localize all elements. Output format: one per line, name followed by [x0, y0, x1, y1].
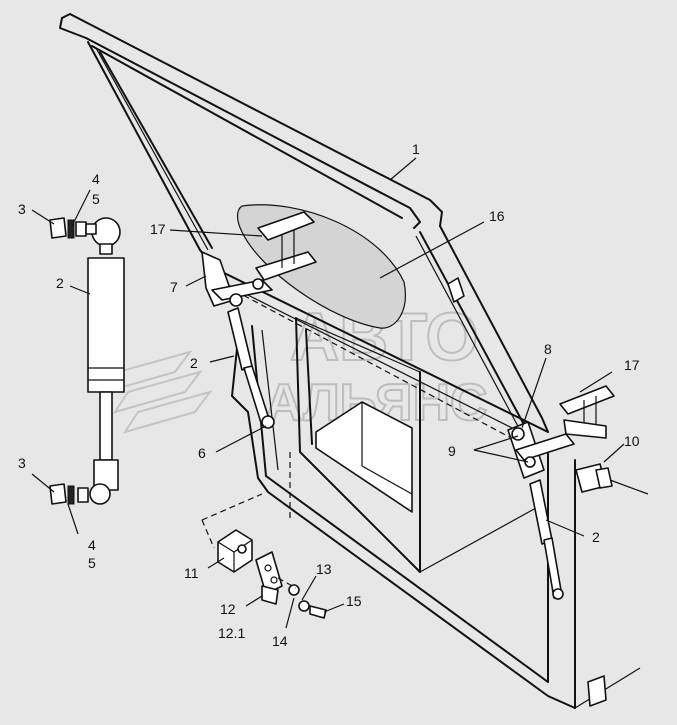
callout-13: 13 — [316, 561, 332, 577]
callout-1: 1 — [412, 141, 420, 157]
callout-15: 15 — [346, 593, 362, 609]
callout-4-bottom: 4 — [88, 537, 96, 553]
callout-4-top: 4 — [92, 171, 100, 187]
gas-strut-detail — [87, 217, 125, 505]
callout-5-bottom: 5 — [88, 555, 96, 571]
body-opening — [201, 277, 641, 709]
callout-10: 10 — [624, 433, 640, 449]
callout-16: 16 — [489, 208, 505, 224]
callout-7: 7 — [170, 279, 178, 295]
callout-14: 14 — [272, 633, 288, 649]
callout-17-left: 17 — [150, 221, 166, 237]
callout-12: 12 — [220, 601, 236, 617]
callout-17-right: 17 — [624, 357, 640, 373]
latch-parts — [217, 529, 327, 619]
callout-3-top: 3 — [18, 201, 26, 217]
callout-6: 6 — [198, 445, 206, 461]
hatch-frame — [59, 13, 549, 433]
callout-12-1: 12.1 — [218, 625, 245, 641]
fastener-set-top — [49, 217, 97, 239]
callout-8: 8 — [544, 341, 552, 357]
callout-3-bottom: 3 — [18, 455, 26, 471]
right-gas-strut — [529, 479, 564, 600]
callout-5-top: 5 — [92, 191, 100, 207]
left-hinge — [201, 211, 317, 307]
callout-9: 9 — [448, 443, 456, 459]
left-gas-strut — [227, 307, 275, 429]
callout-11: 11 — [184, 565, 199, 581]
fastener-set-bottom — [49, 483, 89, 505]
leader-lines — [31, 157, 625, 629]
callout-2-right: 2 — [592, 529, 600, 545]
callout-2-detail: 2 — [56, 275, 64, 291]
callout-2-strut-left: 2 — [190, 355, 198, 371]
